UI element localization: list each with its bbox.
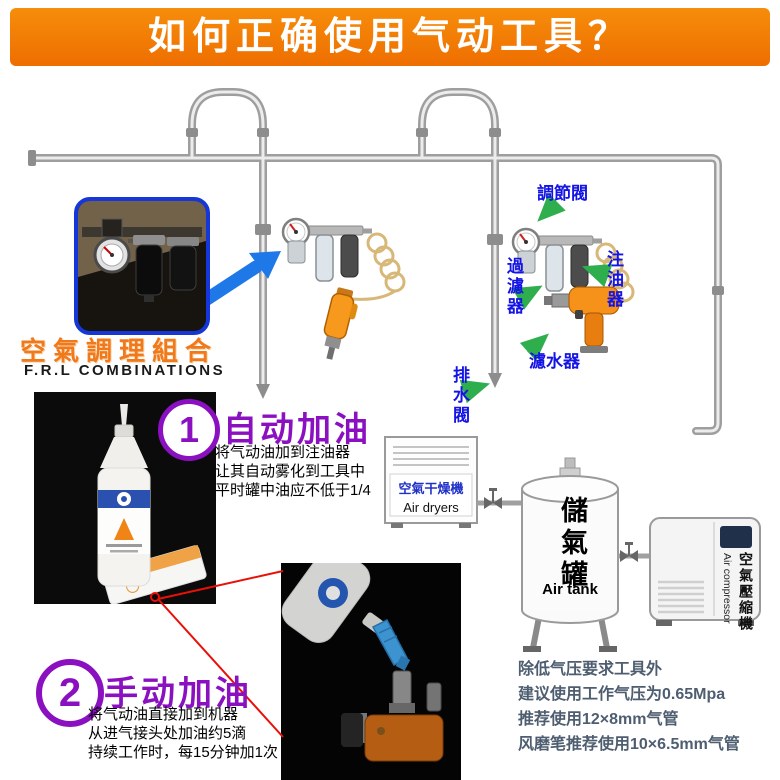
dryer-label-cn: 空氣干燥機 <box>398 481 464 496</box>
tank-label-en: Air tank <box>542 581 598 598</box>
label-drain-valve: 排水閥 <box>450 366 469 426</box>
air-screwdriver-icon <box>323 287 358 360</box>
label-water-filter: 濾水器 <box>529 352 580 371</box>
step-2-line: 持续工作时，每15分钟加1次 <box>88 744 279 761</box>
filter-cup-icon <box>545 244 564 292</box>
drain-valve-icon <box>256 384 270 399</box>
pressure-gauge-icon <box>281 217 311 247</box>
filter-cup-icon <box>315 234 334 282</box>
green-arrow-icons <box>459 193 613 404</box>
blue-arrow-icon <box>197 251 281 308</box>
valve-icon <box>620 542 638 562</box>
step-2-line: 从进气接头处加油约5滴 <box>88 725 247 742</box>
arrow-drain-icon <box>459 379 491 404</box>
dryer-label-en: Air dryers <box>403 500 459 515</box>
control-panel-icon <box>720 526 752 548</box>
tank-label-cn: 儲氣罐 <box>557 496 587 592</box>
usage-notes: 除低气压要求工具外 建议使用工作气压为0.65Mpa 推荐使用12×8mm气管 … <box>518 657 740 757</box>
label-oiler: 注油器 <box>604 250 623 310</box>
oil-bottle-photo-content <box>97 404 207 604</box>
drain-valve-icon <box>488 373 502 388</box>
lubricator-cup-icon <box>340 234 359 278</box>
air-tool-inlet-icon <box>341 670 444 762</box>
step-1-line: 将气动油加到注油器 <box>215 444 351 461</box>
step-1-number: 1 <box>158 399 220 461</box>
note-line: 除低气压要求工具外 <box>518 661 663 678</box>
manual-oiling-photo-content <box>281 563 461 780</box>
compressor-label-cn: 空氣壓縮機 <box>738 552 754 632</box>
note-line: 建议使用工作气压为0.65Mpa <box>518 686 726 703</box>
arrow-filter-icon <box>512 285 543 310</box>
step-2-number: 2 <box>36 659 104 727</box>
coil-hose-icon <box>351 232 406 301</box>
note-line: 推荐使用12×8mm气管 <box>518 711 679 728</box>
oil-bottle-icon <box>97 404 151 587</box>
step-2-text: 将气动油直接加到机器 从进气接头处加油约5滴 持续工作时，每15分钟加1次 <box>88 705 278 762</box>
note-line: 风磨笔推荐使用10×6.5mm气管 <box>518 736 740 753</box>
compressor-label-en: Air compressor <box>721 553 733 624</box>
page-title: 如何正确使用气动工具？ <box>10 8 770 66</box>
frl-label-en: F.R.L COMBINATIONS <box>24 362 226 379</box>
valve-icon <box>484 488 502 509</box>
step-1-line: 平时罐中油应不低于1/4 <box>215 482 371 499</box>
frl-photo <box>74 197 210 335</box>
air-compressor <box>649 517 761 626</box>
frl-label-cn: 空氣調理組合 <box>20 336 219 366</box>
step-2-title: 手动加油 <box>104 675 252 713</box>
air-tank <box>521 457 652 652</box>
impact-wrench-icon <box>544 286 620 353</box>
arrow-oiler-icon <box>582 264 613 288</box>
gauge-icon <box>93 236 131 274</box>
dryer-label: 空氣干燥機 Air dryers <box>389 478 473 515</box>
manual-oiling-photo <box>281 563 461 780</box>
step-1-line: 让其自动雾化到工具中 <box>215 463 366 480</box>
arrow-regulator-icon <box>537 193 566 222</box>
step-1-text: 将气动油加到注油器 让其自动雾化到工具中 平时罐中油应不低于1/4 <box>215 443 371 500</box>
step-2-line: 将气动油直接加到机器 <box>88 706 239 723</box>
label-regulator-valve: 調節閥 <box>537 184 588 203</box>
frl-unit-1 <box>281 217 406 360</box>
frl-photo-content <box>78 201 206 302</box>
arrow-water-icon <box>519 333 549 362</box>
pipe-fittings <box>28 128 724 399</box>
air-dryer <box>384 436 524 528</box>
label-filter: 過濾器 <box>504 257 523 317</box>
step-1-title: 自动加油 <box>223 411 371 449</box>
